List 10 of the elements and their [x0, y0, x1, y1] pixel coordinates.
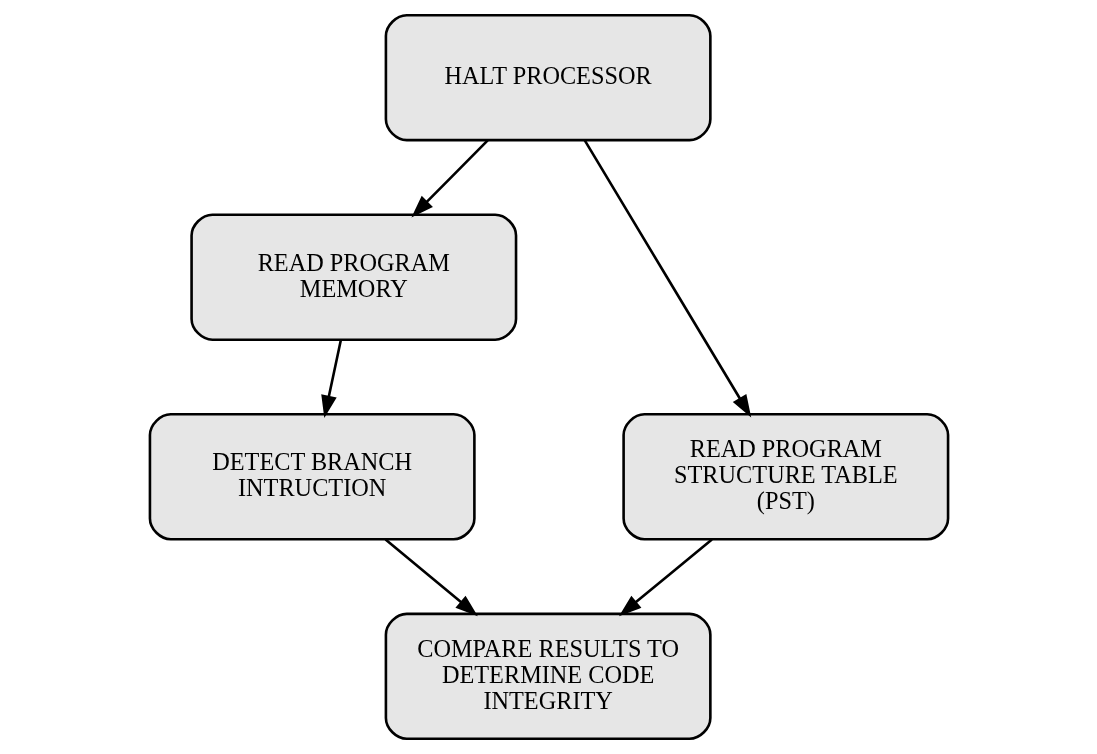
node-box: READ PROGRAM MEMORY — [189, 213, 517, 341]
arrow — [384, 538, 478, 617]
arrow — [320, 339, 342, 418]
arrow — [583, 139, 751, 418]
arrow — [618, 538, 713, 617]
node-box: READ PROGRAM STRUCTURE TABLE (PST) — [621, 413, 949, 541]
node-box: COMPARE RESULTS TO DETERMINE CODE INTEGRITY — [384, 612, 712, 741]
arrow — [410, 139, 489, 218]
node-box: DETECT BRANCH INTRUCTION — [148, 413, 476, 541]
node-box: HALT PROCESSOR — [384, 13, 712, 142]
